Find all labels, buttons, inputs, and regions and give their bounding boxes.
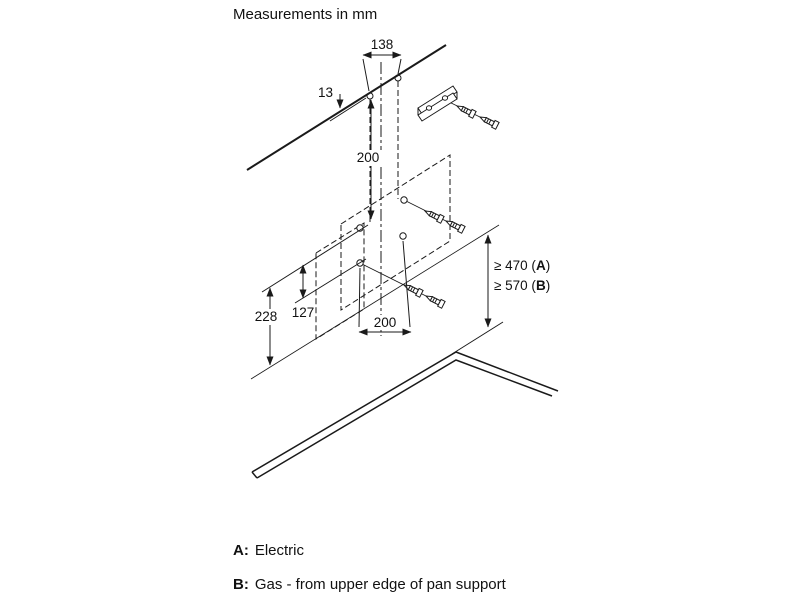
dim-138-label: 138: [371, 37, 394, 52]
dim-13-label: 13: [318, 85, 333, 100]
note-gas: B: Gas - from upper edge of pan support: [233, 576, 506, 593]
dim-vertical-spacing: 200: [353, 99, 383, 220]
note-electric-text: Electric: [254, 542, 305, 559]
wall-edge-line: [246, 44, 447, 171]
dim-200h-label: 200: [374, 315, 397, 330]
page-title: Measurements in mm: [233, 6, 378, 23]
dim-127-label: 127: [292, 305, 315, 320]
dim-inner-height: 127: [292, 258, 367, 320]
screw-icon: [401, 281, 424, 298]
reference-lines: [250, 99, 500, 380]
dim-clearance-electric-label: ≥ 470 (A): [494, 258, 550, 273]
dim-clearance: ≥ 470 (A) ≥ 570 (B): [451, 234, 550, 355]
dim-200v-label: 200: [357, 150, 380, 165]
dim-clearance-gas-label: ≥ 570 (B): [494, 278, 550, 293]
mounting-bracket: [417, 85, 458, 122]
note-gas-key: B:: [233, 576, 249, 593]
dim-lower-height: 228: [250, 224, 369, 366]
screw-icon: [423, 292, 446, 309]
screw-icon: [422, 207, 445, 224]
note-electric: A: Electric: [233, 542, 304, 559]
note-gas-text: Gas - from upper edge of pan support: [254, 576, 506, 593]
dim-horizontal-spacing: 200: [358, 240, 412, 336]
drill-holes: [356, 74, 408, 267]
dim-top-offset: 13: [318, 85, 367, 122]
dim-228-label: 228: [255, 309, 278, 324]
dim-bracket-width: 138: [362, 37, 402, 92]
screws: [401, 102, 500, 309]
note-electric-key: A:: [233, 542, 249, 559]
screw-icon: [443, 217, 466, 234]
screw-icon: [454, 102, 477, 119]
hob-outline: [251, 351, 559, 479]
screw-icon: [477, 113, 500, 130]
